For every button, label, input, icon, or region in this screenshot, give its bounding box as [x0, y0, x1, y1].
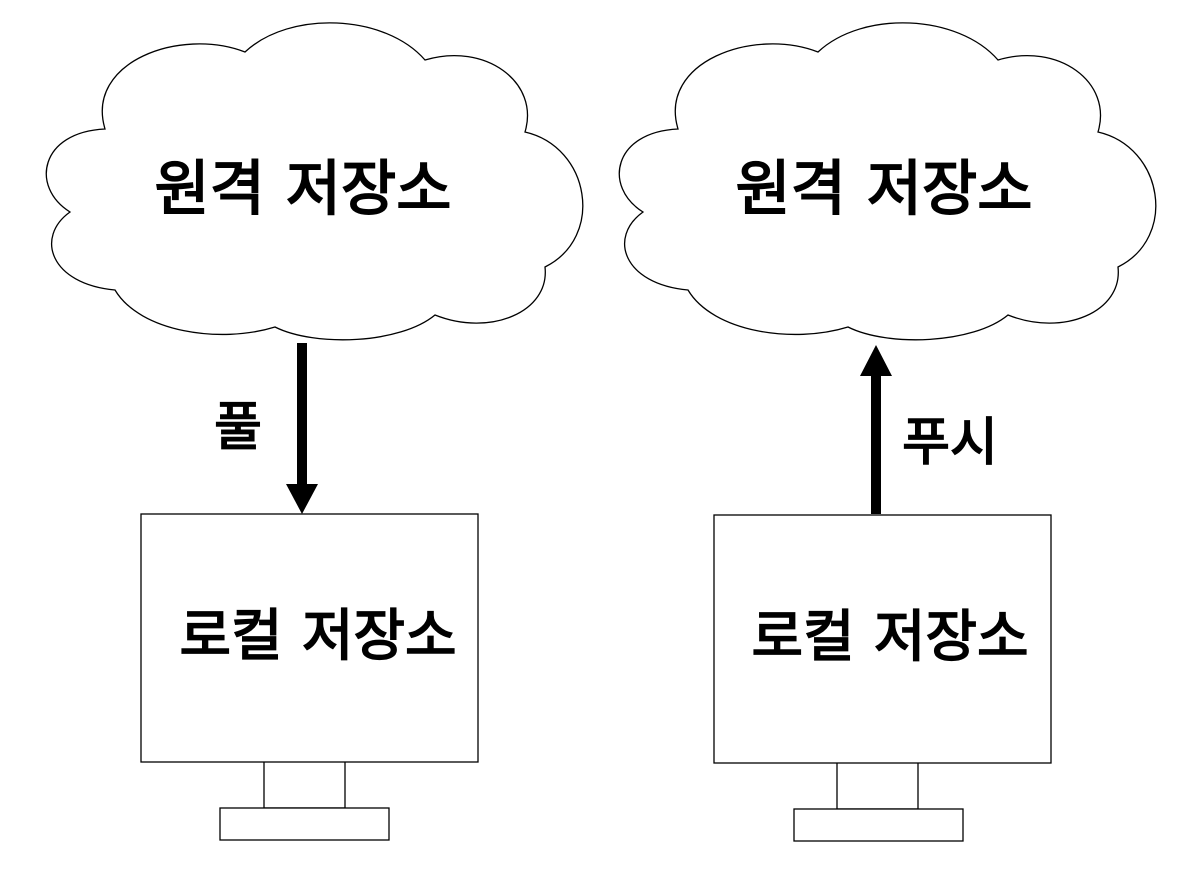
left-local-repository-label: 로컬 저장소 [179, 604, 456, 669]
pull-arrow [286, 343, 318, 514]
right-remote-repository-label: 원격 저장소 [736, 155, 1033, 225]
left-local-repository-monitor [140, 513, 479, 841]
right-local-repository-label: 로컬 저장소 [751, 605, 1028, 670]
left-monitor-base [219, 807, 390, 841]
right-monitor-base [793, 808, 964, 842]
pull-label: 풀 [214, 398, 262, 458]
left-monitor-screen [140, 513, 479, 763]
left-remote-repository-label: 원격 저장소 [155, 155, 452, 225]
right-local-repository-monitor [713, 514, 1052, 842]
right-diagram: 원격 저장소 푸시 로컬 저장소 [618, 22, 1157, 842]
push-label: 푸시 [902, 413, 998, 473]
push-arrow [860, 345, 892, 514]
right-monitor-screen [713, 514, 1052, 764]
right-monitor-stand [836, 763, 919, 810]
left-monitor-stand [263, 762, 346, 809]
left-diagram: 원격 저장소 풀 로컬 저장소 [45, 22, 584, 841]
